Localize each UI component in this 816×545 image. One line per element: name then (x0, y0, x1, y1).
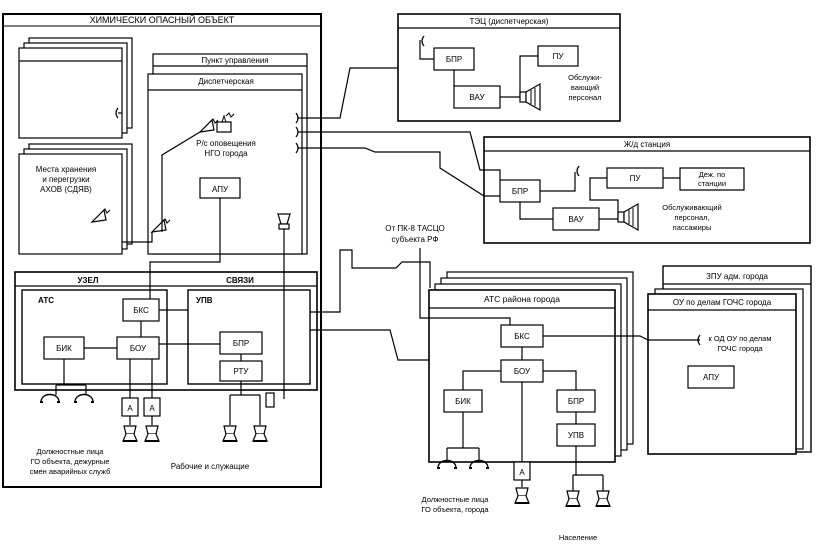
comm-label: СВЯЗИ (226, 276, 254, 285)
sirens-label-1: Р/с оповещения (196, 139, 256, 148)
apu-box-right (687, 365, 735, 389)
bpr-label-rail: БПР (512, 187, 528, 196)
pu-label-rail: ПУ (630, 174, 642, 183)
staff-label-2: вающий (571, 83, 599, 92)
bks-label-left: БКС (133, 306, 149, 315)
vau-label-rail: ВАУ (568, 215, 584, 224)
rail-staff-label-2: персонал, (674, 213, 709, 222)
chem-object-title: ХИМИЧЕСКИ ОПАСНЫЙ ОБЪЕКТ (90, 14, 235, 25)
bik-label-left: БИК (56, 344, 72, 353)
duty-label-1: Деж. по (699, 170, 726, 179)
bou-label-right: БОУ (514, 367, 531, 376)
a-label-2: А (149, 404, 155, 413)
storage-label-1: Места хранения (36, 165, 96, 174)
storage-label-2: и перегрузки (42, 175, 89, 184)
rail-staff-label-1: Обслуживающий (662, 203, 721, 212)
loudspeaker-icon (277, 213, 291, 230)
control-point-frame (147, 53, 308, 255)
bks-label-right: БКС (514, 332, 530, 341)
building-stack-top (18, 37, 133, 139)
sirens-label-2: НГО города (204, 149, 248, 158)
bpr-label-right: БПР (568, 397, 584, 406)
comm-node-frame (14, 271, 318, 391)
population-label: Население (559, 533, 597, 542)
rail-title: Ж/д станция (624, 140, 670, 149)
od-label-2: ГОЧС города (717, 344, 763, 353)
rail-staff-label-3: пассажиры (673, 223, 712, 232)
bpr-label-tec: БПР (446, 55, 462, 64)
city-officials-label-1: Должностные лица (422, 495, 490, 504)
loudspeaker-icon (514, 487, 611, 507)
storage-label-3: АХОВ (СДЯВ) (40, 185, 92, 194)
bou-label-left: БОУ (130, 344, 147, 353)
pk8-label-1: От ПК-8 ТАСЦО (385, 224, 444, 233)
officials-label-2: ГО объекта, дежурные (31, 457, 110, 466)
connection-lines (149, 67, 700, 399)
speaker-staff-icon (519, 82, 541, 112)
officials-label-3: смен аварийных служб (30, 467, 111, 476)
ats-label-left: АТС (38, 296, 54, 305)
staff-label-3: персонал (568, 93, 601, 102)
apu-label-right: АПУ (703, 373, 720, 382)
od-label-1: к ОД ОУ по делам (708, 334, 771, 343)
district-ats-title: АТС района города (484, 294, 560, 304)
a-label-1: А (127, 404, 133, 413)
pk8-label-2: субъекта РФ (391, 235, 438, 244)
bpr-label-left: БПР (233, 339, 249, 348)
workers-label: Рабочие и служащие (171, 462, 250, 471)
city-officials-label-2: ГО объекта, города (421, 505, 489, 514)
zpu-title: ЗПУ адм. города (706, 272, 769, 281)
tec-frame (397, 13, 621, 122)
rail-station-frame (483, 136, 811, 244)
apu-label-left: АПУ (212, 185, 229, 194)
a-label-3: А (519, 468, 525, 477)
staff-label-1: Обслужи- (568, 73, 602, 82)
dispatch-title: Диспетчерская (198, 77, 254, 86)
zpu-frame (647, 265, 812, 455)
node-label: УЗЕЛ (78, 276, 99, 285)
upv-label-left: УПВ (196, 296, 213, 305)
vau-label-tec: ВАУ (469, 93, 485, 102)
control-point-title: Пункт управления (201, 56, 268, 65)
ou-title: ОУ по делам ГОЧС города (673, 298, 772, 307)
speaker-staff-icon (617, 202, 639, 232)
rtu-label: РТУ (234, 367, 250, 376)
pu-label-tec: ПУ (553, 52, 565, 61)
storage-stack (18, 143, 133, 255)
bik-label-right: БИК (455, 397, 471, 406)
radio-antenna-icon (198, 112, 235, 133)
officials-label-1: Должностные лица (37, 447, 105, 456)
upv-label-right: УПВ (568, 431, 584, 440)
tec-title: ТЭЦ (диспетчерская) (470, 17, 549, 26)
duty-label-2: станции (698, 179, 726, 188)
